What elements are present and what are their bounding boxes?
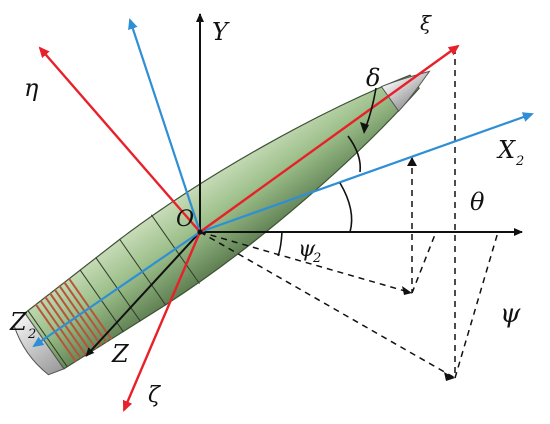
axis-zeta: [122, 231, 202, 412]
axis-xi: [199, 44, 460, 233]
projectile-nose-tip: [380, 70, 431, 113]
arc-theta: [339, 182, 353, 233]
projection-lines: [199, 48, 499, 379]
label-psi: ψ: [500, 299, 521, 329]
arc-psi2: [277, 231, 283, 257]
blue-axes: [32, 18, 534, 348]
projectile: [13, 70, 431, 376]
ground-axes: [85, 13, 523, 357]
label-theta: θ: [470, 188, 485, 216]
label-y: Y: [212, 18, 230, 46]
label-x2: X: [496, 136, 516, 164]
axis-eta: [38, 46, 201, 233]
axis-z: [85, 231, 201, 357]
label-psi2: ψ: [298, 237, 316, 262]
label-delta: δ: [366, 64, 380, 92]
copper-bands: [34, 277, 113, 363]
axis-z2: [32, 231, 201, 348]
projectile-body: [24, 74, 420, 370]
arc-delta: [347, 135, 362, 173]
label-x2-sub: 2: [515, 154, 524, 169]
delta-pointer-arrowhead: [360, 122, 369, 134]
projection-arrowheads: [402, 157, 455, 381]
origin-point: [197, 229, 203, 235]
label-eta: η: [24, 74, 39, 102]
label-z2: Z: [9, 308, 28, 336]
label-z2-sub: 2: [27, 327, 36, 342]
label-zeta: ζ: [148, 383, 162, 408]
axis-x2: [199, 112, 534, 234]
label-xi: ξ: [420, 11, 432, 35]
body-axes: [38, 44, 460, 412]
label-psi2-sub: 2: [312, 251, 321, 266]
axis-y2: [128, 18, 202, 233]
label-z: Z: [111, 340, 130, 368]
axis-labels: Y ξ η δ X 2 θ O ψ 2 Z 2 Z ζ ψ: [9, 11, 524, 408]
label-origin: O: [176, 207, 194, 232]
